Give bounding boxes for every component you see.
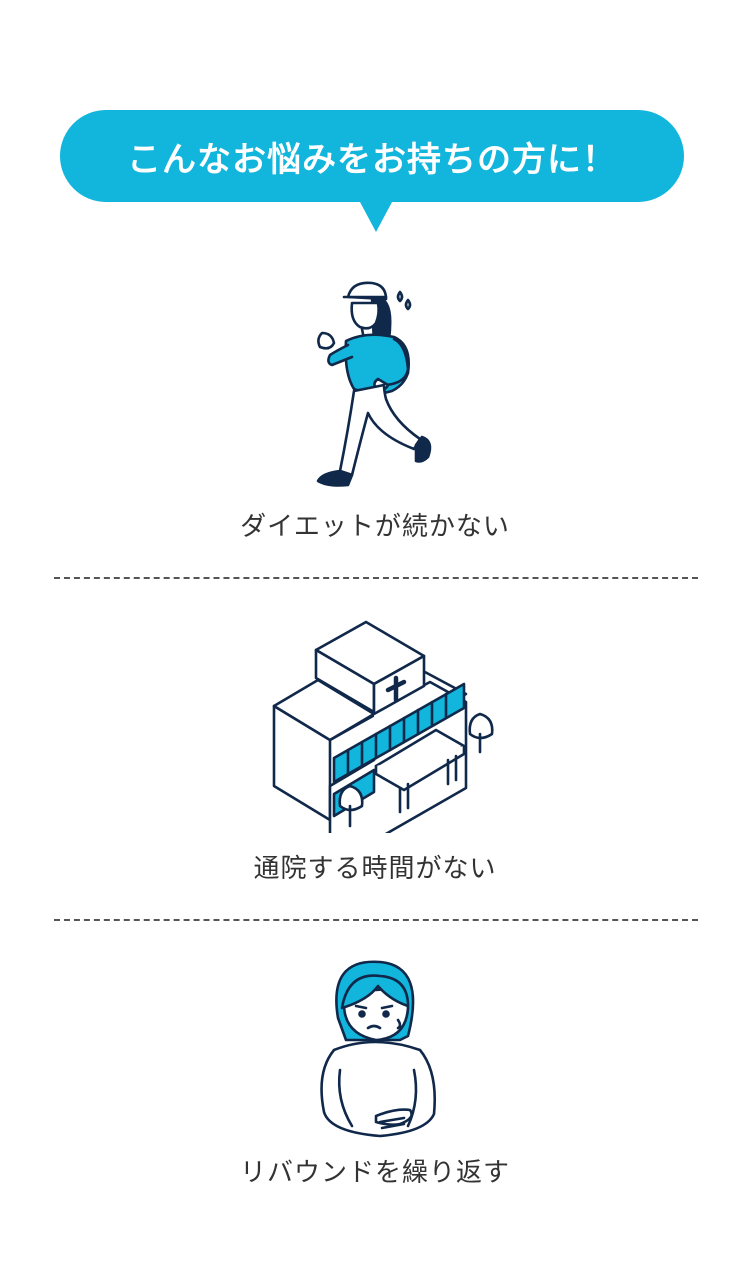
- running-woman-icon: [300, 275, 450, 500]
- dashed-divider: [54, 577, 698, 579]
- concern-label-diet: ダイエットが続かない: [240, 512, 510, 542]
- worried-woman-icon: [310, 958, 445, 1143]
- hospital-building-icon: [268, 618, 498, 833]
- dashed-divider: [54, 919, 698, 921]
- heading-text: こんなお悩みをお持ちの方に！: [127, 139, 617, 180]
- speech-bubble-heading: こんなお悩みをお持ちの方に！: [60, 110, 684, 232]
- concern-label-rebound: リバウンドを繰り返す: [239, 1158, 510, 1188]
- concern-label-clinic: 通院する時間がない: [253, 854, 497, 884]
